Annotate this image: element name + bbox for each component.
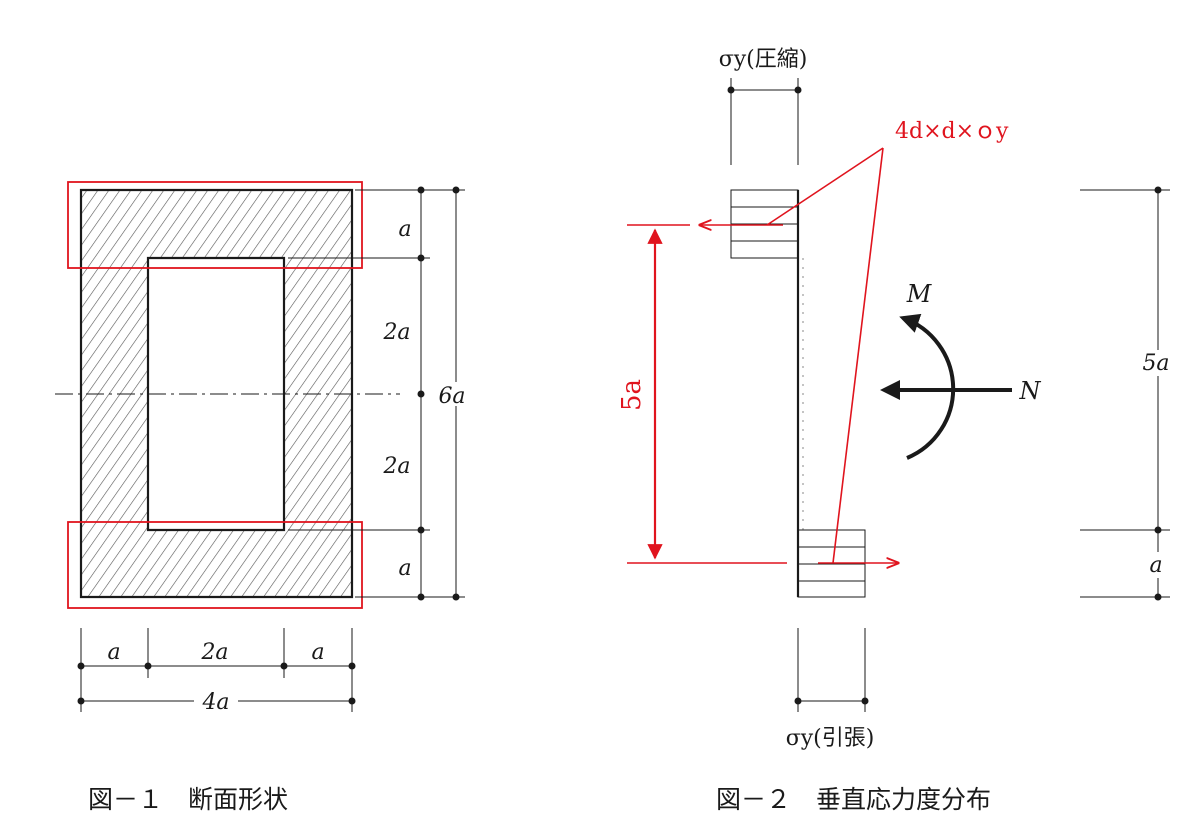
dim-a-top: a xyxy=(398,217,411,242)
compression-stress-block xyxy=(730,189,799,259)
right-dimension-chain xyxy=(1080,189,1170,598)
top-flange-highlight xyxy=(67,181,363,269)
box-section-hatched xyxy=(79,188,354,599)
axial-label: N xyxy=(1019,377,1042,405)
tension-width-dimension xyxy=(797,628,866,712)
dim-bottom-a-right: a xyxy=(311,640,324,665)
moment-label: M xyxy=(906,280,933,308)
dim-bottom-a-left: a xyxy=(107,640,120,665)
lever-arm-label: 5a xyxy=(617,379,647,411)
red-annotations: 5a 4d×d×ｏy xyxy=(617,119,1009,563)
bottom-flange-highlight xyxy=(67,521,363,609)
dim-2a-lower: 2a xyxy=(382,454,410,479)
moment-arc xyxy=(899,313,956,460)
dim-2a-upper: 2a xyxy=(382,320,410,345)
dim-4a: 4a xyxy=(201,690,229,715)
figure-1-section: a 2a 2a a 6a a 2a a 4a 図－１ 断面形状 xyxy=(55,181,474,814)
horizontal-dimension-dots xyxy=(77,662,356,705)
figure-2-stress: σy(圧縮) σy(引張) M N xyxy=(617,47,1182,814)
figure-1-caption: 図－１ 断面形状 xyxy=(88,785,288,814)
dim-5a-right: 5a xyxy=(1142,351,1169,376)
dim-6a: 6a xyxy=(438,384,465,409)
dim-a-right: a xyxy=(1149,553,1162,578)
dim-bottom-2a: 2a xyxy=(200,640,228,665)
sigma-compression-label: σy(圧縮) xyxy=(719,47,808,72)
vertical-dimension-dots xyxy=(417,186,460,601)
figure-2-caption: 図－２ 垂直応力度分布 xyxy=(716,785,991,814)
dim-a-bottom: a xyxy=(398,556,411,581)
force-annotation: 4d×d×ｏy xyxy=(895,119,1009,144)
sigma-tension-label: σy(引張) xyxy=(786,726,875,751)
compression-width-dimension xyxy=(730,78,799,165)
